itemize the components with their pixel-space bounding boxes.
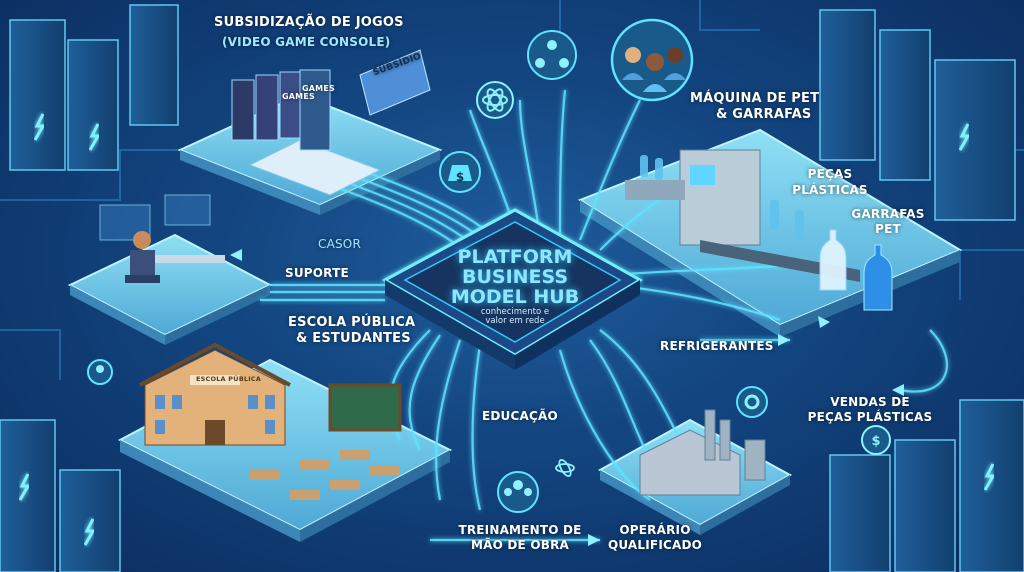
hub-subtitle: conhecimento e valor em rede: [440, 307, 590, 327]
plastic-sales-line2: PEÇAS PLÁSTICAS: [807, 410, 933, 424]
svg-text:$: $: [871, 434, 880, 449]
hub-subtitle-line2: valor em rede: [485, 316, 545, 327]
people-group-icon: [610, 18, 694, 102]
hub-title-line3: MODEL HUB: [450, 285, 580, 308]
atom-icon-training: [555, 459, 575, 477]
training-line2: MÃO DE OBRA: [470, 538, 570, 552]
training-group-icon: [497, 471, 539, 513]
atom-icon: [476, 81, 514, 119]
games-title: SUBSIDIZAÇÃO DE JOGOS: [214, 15, 404, 30]
worker-icon: [87, 359, 113, 385]
gear-icon: [736, 386, 768, 418]
plastic-parts-line2: PLÁSTICAS: [792, 183, 868, 197]
svg-text:$: $: [456, 170, 464, 184]
school-building: [139, 342, 402, 500]
school-title-1: ESCOLA PÚBLICA: [288, 315, 416, 330]
support-desk: [99, 194, 225, 283]
hub-subtitle-line1: conhecimento e: [480, 307, 550, 317]
server-rack-icon: [0, 4, 1024, 572]
game-box-label-2: GAMES: [302, 84, 335, 93]
game-box-label: GAMES: [282, 92, 315, 101]
pet-bottles-line1: GARRAFAS: [851, 207, 925, 221]
support-label: SUPORTE: [285, 266, 349, 280]
dollar-coin-icon: $: [861, 425, 891, 455]
subsidy-card: [359, 49, 431, 116]
chalkboard: [328, 383, 402, 432]
pet-machine-title-2: & GARRAFAS: [716, 107, 812, 122]
hub-title-line2: BUSINESS: [461, 265, 569, 288]
pet-bottles: [819, 229, 893, 311]
game-console: [231, 49, 431, 196]
factory: [639, 409, 766, 496]
hub-title-line1: PLATFORM: [457, 246, 573, 268]
hub-title: PLATFORM BUSINESS MODEL HUB: [420, 246, 610, 308]
plastic-parts-line1: PEÇAS: [807, 167, 853, 181]
network-people-icon: [527, 30, 577, 80]
school-sign: ESCOLA PÚBLICA: [196, 375, 262, 383]
worker-line1: OPERÁRIO: [619, 523, 691, 537]
flow-arrows: [230, 249, 904, 546]
flow-lines: [260, 89, 948, 542]
casor-label: CASOR: [318, 237, 361, 251]
education-label: EDUCAÇÃO: [482, 409, 558, 423]
games-subtitle: (VIDEO GAME CONSOLE): [222, 35, 391, 49]
pet-bottles-line2: PET: [875, 222, 901, 236]
worker-line2: QUALIFICADO: [607, 538, 703, 552]
plastic-sales-line1: VENDAS DE: [830, 395, 910, 409]
training-line1: TREINAMENTO DE: [458, 523, 582, 537]
pet-machine-title-1: MÁQUINA DE PET: [690, 91, 820, 106]
dollar-bag-icon: $: [439, 151, 481, 193]
platform-hub: [381, 208, 643, 370]
refrigerantes-label: REFRIGERANTES: [660, 339, 774, 353]
school-title-2: & ESTUDANTES: [296, 331, 411, 346]
